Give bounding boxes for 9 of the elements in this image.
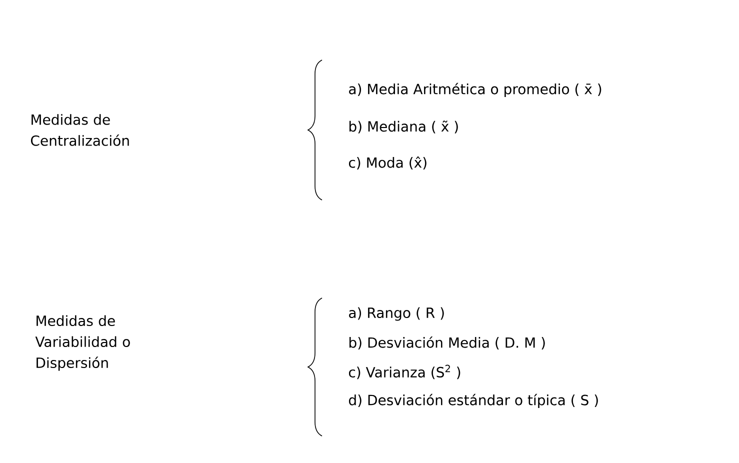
- list-item: a) Media Aritmética o promedio ( x̄ ): [349, 82, 602, 98]
- category-label: Medidas de Variabilidad o Dispersión: [35, 315, 130, 371]
- list-item: b) Mediana ( x̃ ): [349, 120, 458, 134]
- category-label: Medidas de Centralización: [31, 114, 129, 146]
- list-item: c) Varianza (S$^{2}$ ): [348, 364, 460, 380]
- list-item: c) Moda (x̂): [348, 156, 426, 170]
- list-item: a) Rango ( R ): [349, 307, 444, 321]
- list-item: b) Desviación Media ( D. M ): [349, 336, 545, 350]
- list-item: d) Desviación estándar o típica ( S ): [348, 394, 598, 408]
